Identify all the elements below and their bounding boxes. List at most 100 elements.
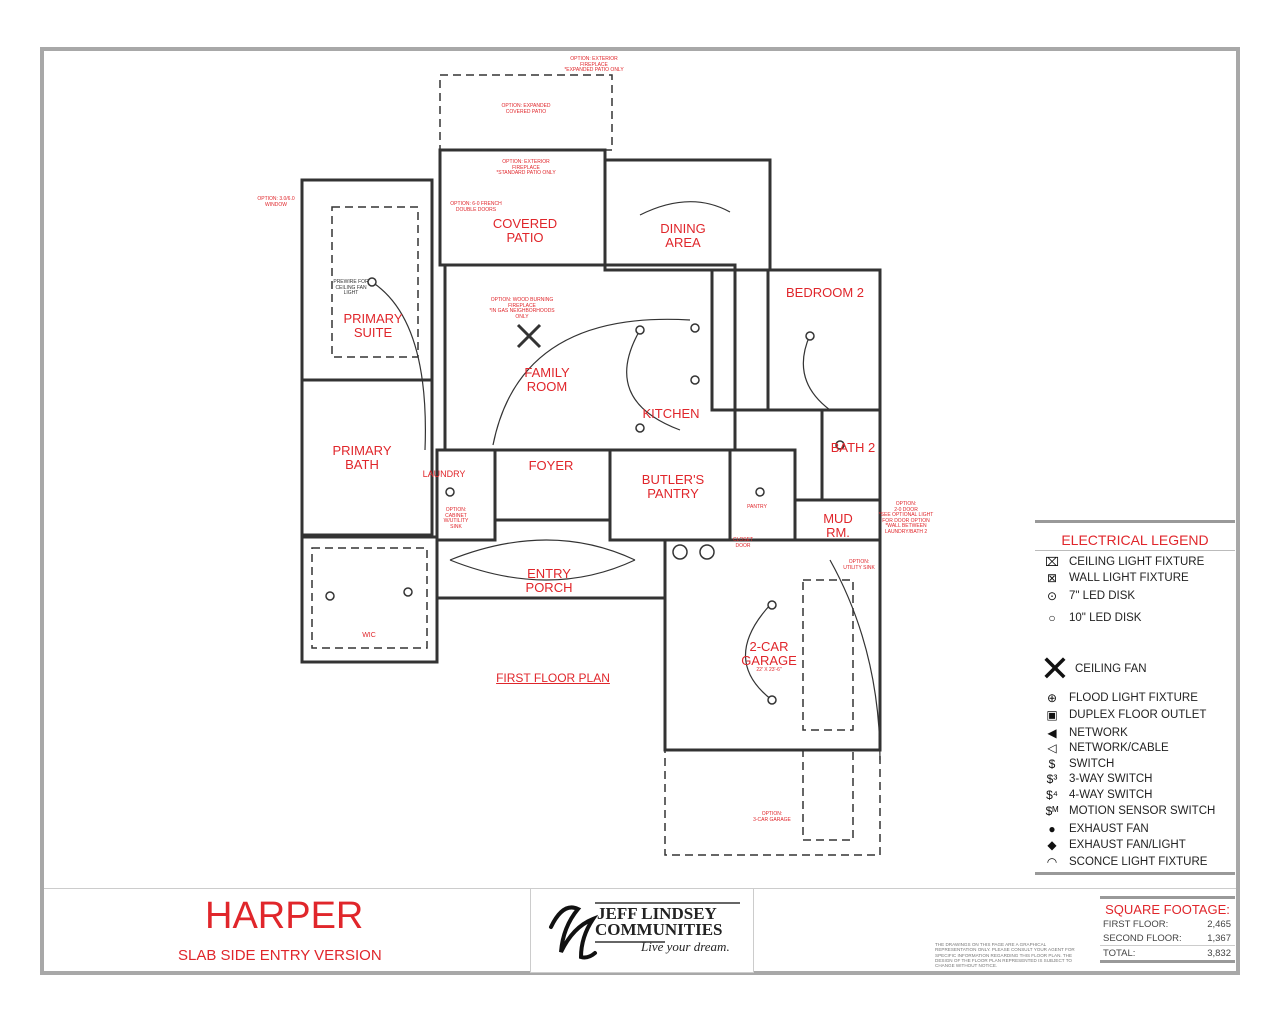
electrical-legend: ELECTRICAL LEGEND ⌧CEILING LIGHT FIXTURE… [1035,520,1235,875]
motion-switch-icon: $ᴹ [1045,804,1059,818]
note-fan-light: PREWIRE FOR CEILING FAN LIGHT [333,279,369,296]
legend-label: NETWORK/CABLE [1069,742,1169,754]
walls [300,148,882,752]
legend-item: $³ 3-WAY SWITCH [1035,772,1153,786]
wall-stair [710,268,770,412]
legend-label: WALL LIGHT FIXTURE [1069,572,1189,584]
legend-label: EXHAUST FAN/LIGHT [1069,839,1186,851]
legend-label: SWITCH [1069,758,1115,770]
note-utility-sink: OPTION: UTILITY SINK [843,559,875,571]
legend-label: CEILING FAN [1075,663,1147,675]
disclaimer: THE DRAWINGS ON THIS PAGE ARE A GRAPHICA… [935,942,1075,969]
note-garage-option: OPTION: 3-CAR GARAGE [753,811,791,823]
room-garage: 2-CAR GARAGE [741,639,797,668]
sqft-title: SQUARE FOOTAGE: [1105,902,1230,917]
legend-label: DUPLEX FLOOR OUTLET [1069,709,1207,721]
logo-line2: COMMUNITIES [595,920,723,939]
legend-item: ◁ NETWORK/CABLE [1035,741,1169,755]
led-disk-10-icon: ○ [1048,611,1056,625]
sconce-icon: ◠ [1046,855,1058,869]
note-french-doors: OPTION: 6-0 FRENCH DOUBLE DOORS [450,201,502,213]
room-laundry: LAUNDRY [422,469,466,479]
note-closet-door: CLOSET DOOR [732,537,754,549]
wall-bath-2 [820,408,882,502]
room-entry-porch: ENTRY PORCH [525,566,573,595]
sqft-value: 2,465 [1207,919,1231,930]
network-icon: ◀ [1047,726,1057,740]
four-way-switch-icon: $⁴ [1046,788,1058,802]
ceiling-light-icon: ⌧ [1045,555,1059,569]
sqft-row-first: FIRST FLOOR: 2,465 [1100,917,1235,931]
legend-item: ✕ CEILING FAN [1035,648,1147,690]
optional-outlines [311,74,881,856]
legend-label: FLOOD LIGHT FIXTURE [1069,692,1198,704]
led-disk-7-icon: ⊙ [1046,589,1058,603]
legend-item: ◀ NETWORK [1035,726,1128,740]
sqft-label: FIRST FLOOR: [1103,919,1169,930]
legend-label: NETWORK [1069,727,1128,739]
room-bath-2: BATH 2 [830,440,876,455]
wall-family-room [443,263,737,452]
note-wood-fireplace: OPTION: WOOD BURNING FIREPLACE *IN GAS N… [489,297,555,320]
room-covered-patio: COVERED PATIO [492,216,558,245]
legend-label: 4-WAY SWITCH [1069,789,1153,801]
exhaust-fan-icon: ● [1048,822,1056,836]
wall-dining [603,158,772,272]
network-cable-icon: ◁ [1047,741,1057,755]
legend-item: ▣DUPLEX FLOOR OUTLET [1035,708,1206,722]
switch-icon: $ [1048,757,1056,771]
legend-item: $⁴ 4-WAY SWITCH [1035,788,1152,802]
room-mud-rm: MUD RM. [823,511,853,540]
legend-item: ◠ SCONCE LIGHT FIXTURE [1035,855,1208,869]
sqft-label: TOTAL: [1103,948,1136,959]
legend-item: $ SWITCH [1035,757,1115,771]
logo-monogram-icon [549,905,599,960]
legend-title: ELECTRICAL LEGEND [1035,532,1235,551]
plan-name: HARPER [205,895,364,937]
note-expanded-patio: OPTION: EXPANDED COVERED PATIO [501,103,551,115]
legend-item: ⊕ FLOOD LIGHT FIXTURE [1035,691,1198,705]
plan-version: SLAB SIDE ENTRY VERSION [178,947,382,964]
legend-label: SCONCE LIGHT FIXTURE [1069,856,1208,868]
wall-primary-bath [300,378,434,537]
sqft-row-total: TOTAL: 3,832 [1100,946,1235,960]
wall-wic [300,535,439,664]
note-ext-fireplace-expanded: OPTION: EXTERIOR FIREPLACE *EXPANDED PAT… [564,56,624,73]
legend-label: 3-WAY SWITCH [1069,773,1153,785]
note-mud-door: OPTION: 2-0 DOOR *SEE OPTIONAL LIGHT FOR… [878,501,934,535]
square-footage-box: SQUARE FOOTAGE: FIRST FLOOR: 2,465 SECOND… [1100,896,1235,963]
room-bedroom-2: BEDROOM 2 [785,285,865,300]
legend-item: ⊠ WALL LIGHT FIXTURE [1035,571,1189,585]
wiring [371,201,881,761]
garage-dimensions: 22' X 23'-6" [756,667,782,673]
sqft-value: 3,832 [1207,948,1231,959]
legend-item: ⌧CEILING LIGHT FIXTURE [1035,555,1204,569]
logo-line1: JEFF LINDSEY [597,904,717,923]
exhaust-fan-light-icon: ◆ [1047,838,1057,852]
legend-label: 7" LED DISK [1069,590,1136,602]
company-logo: JEFF LINDSEY COMMUNITIES Live your dream… [530,888,754,973]
flood-light-icon: ⊕ [1046,691,1058,705]
legend-item: ◆ EXHAUST FAN/LIGHT [1035,838,1186,852]
note-window: OPTION: 3.0/6.0 WINDOW [257,196,295,208]
room-kitchen: KITCHEN [642,406,700,421]
room-primary-suite: PRIMARY SUITE [343,311,403,340]
light-fixtures [325,277,845,705]
ceiling-fan-symbol [516,323,542,349]
note-pantry: PANTRY [747,504,767,510]
note-ext-fireplace-standard: OPTION: EXTERIOR FIREPLACE *STANDARD PAT… [496,159,556,176]
sqft-value: 1,367 [1207,933,1231,944]
note-cabinet-sink: OPTION: CABINET W/UTILITY SINK [443,507,469,530]
legend-item: ⊙ 7" LED DISK [1035,589,1135,603]
ceiling-fan-icon: ✕ [1039,648,1071,689]
room-butlers-pantry: BUTLER'S PANTRY [641,472,705,501]
three-way-switch-icon: $³ [1046,772,1058,786]
sqft-label: SECOND FLOOR: [1103,933,1182,944]
wall-light-icon: ⊠ [1046,571,1058,585]
legend-label: 10" LED DISK [1069,612,1142,624]
room-primary-bath: PRIMARY BATH [332,443,392,472]
sqft-row-second: SECOND FLOOR: 1,367 [1100,931,1235,946]
legend-item: ○ 10" LED DISK [1035,611,1141,625]
